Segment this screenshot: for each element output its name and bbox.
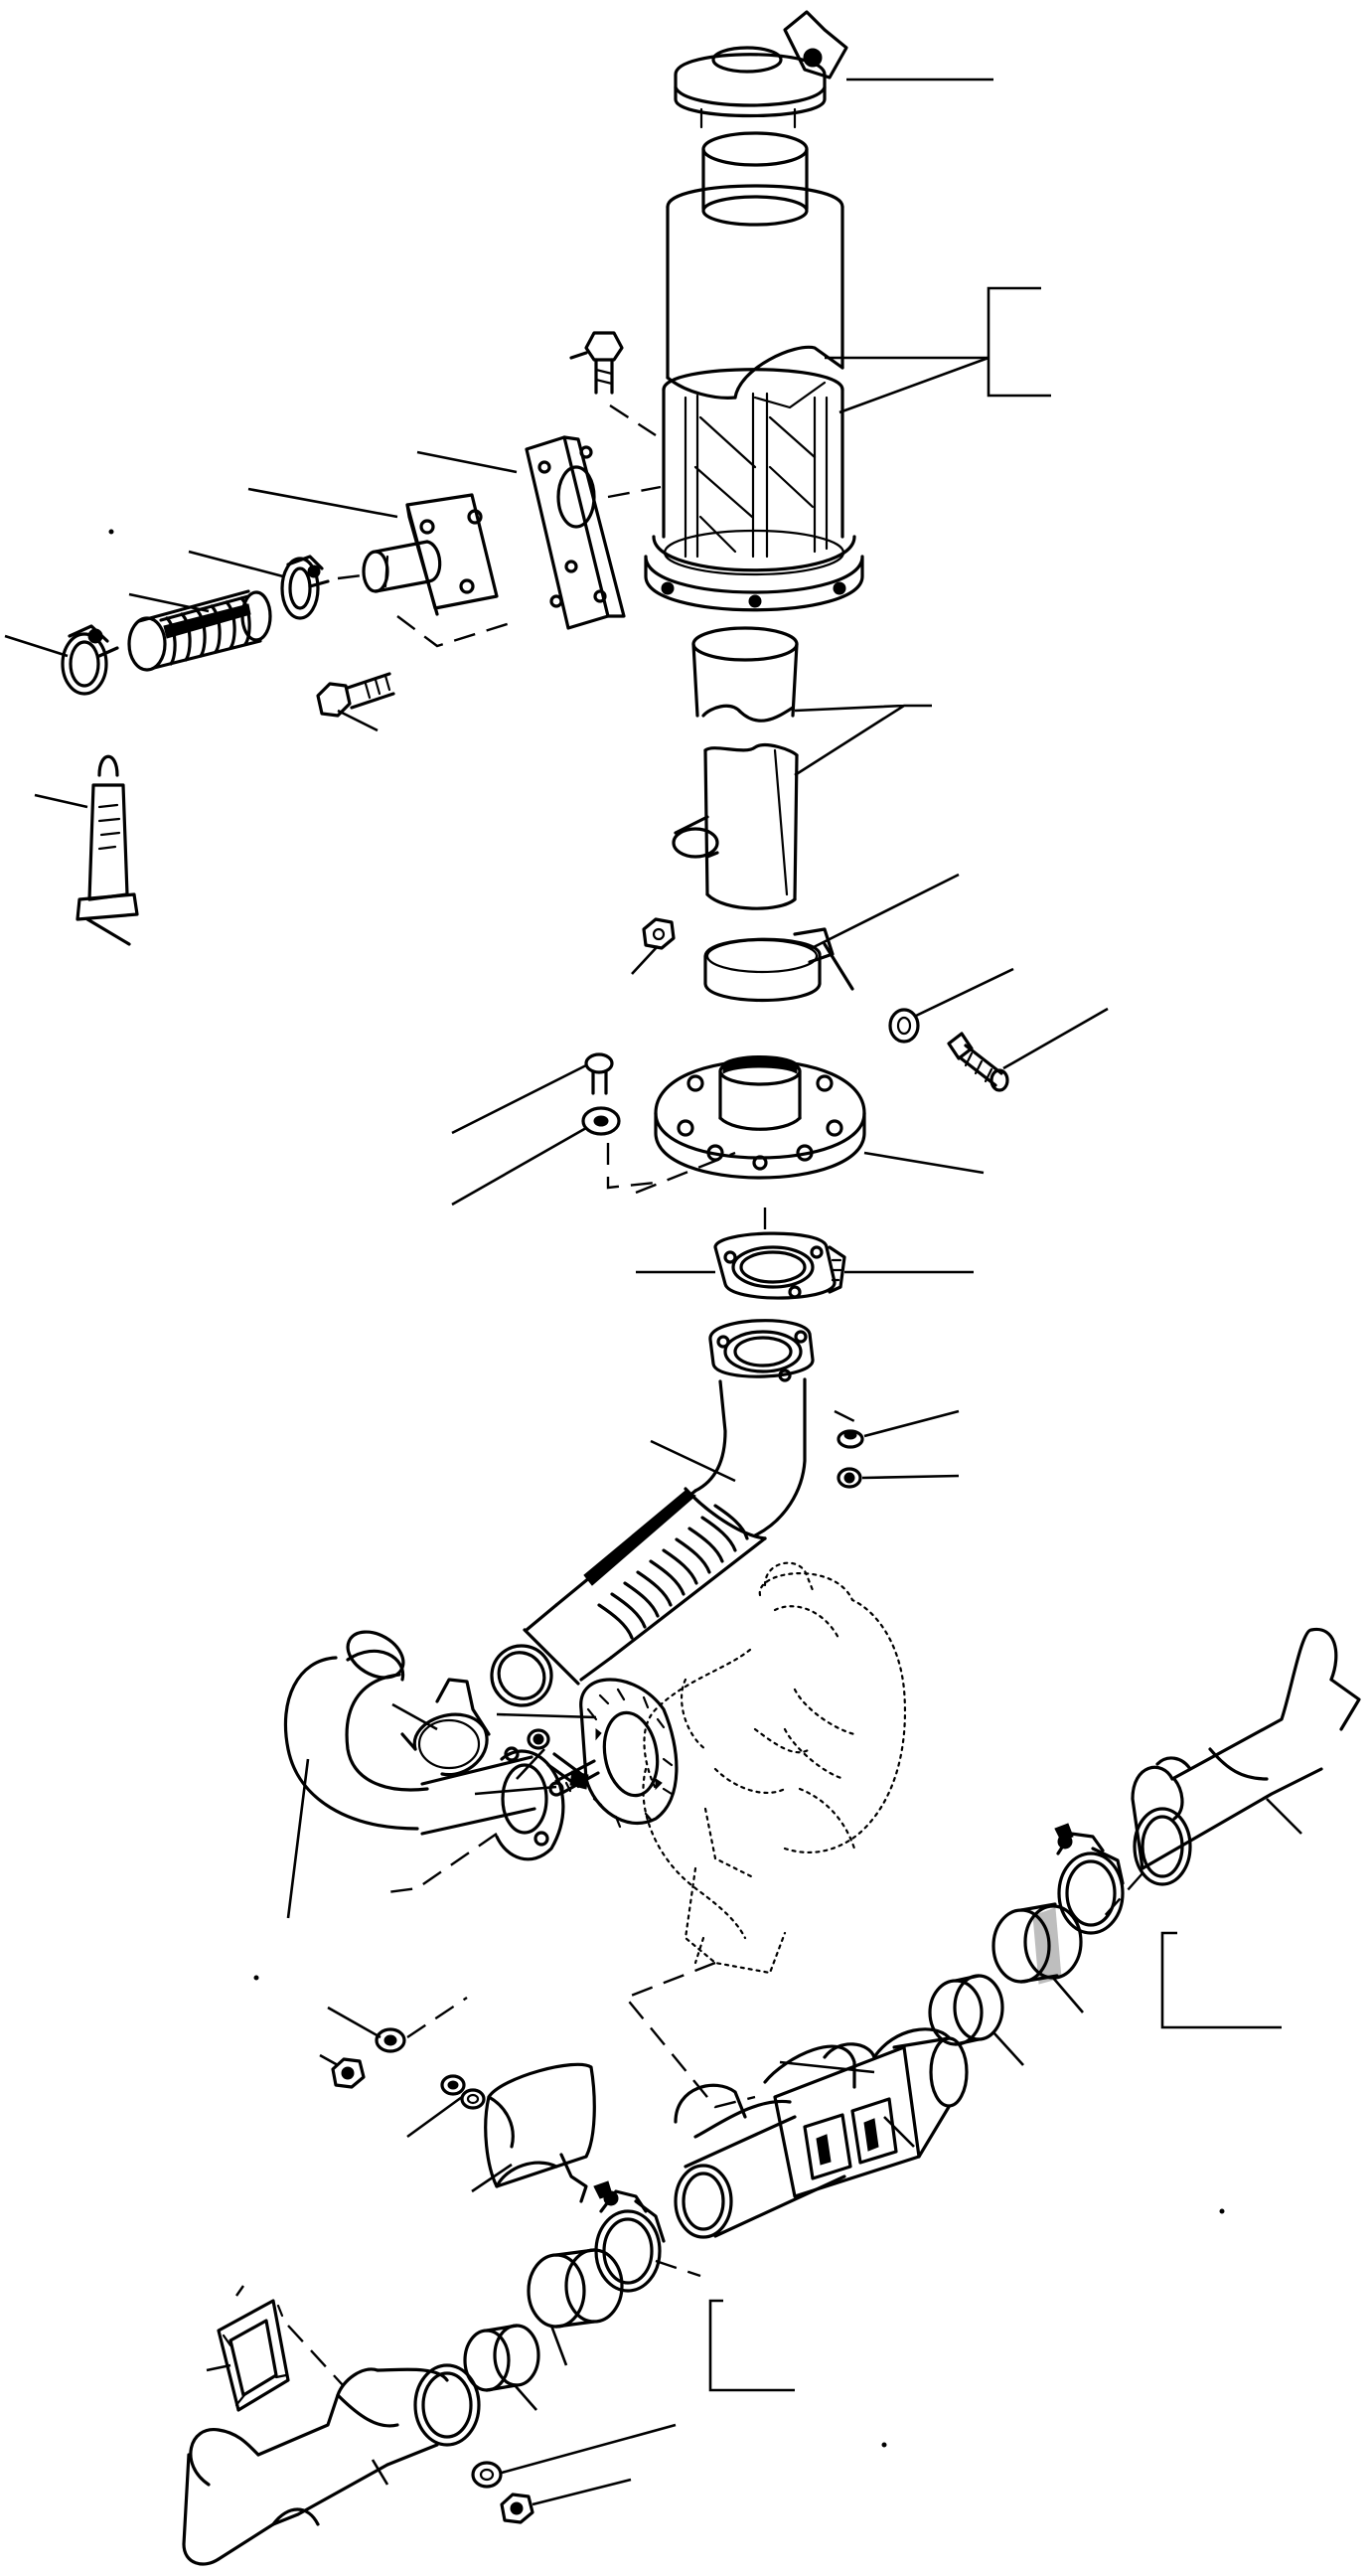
callout-leader-seal-ring-1 (992, 2031, 1024, 2066)
turbocharger-phantom (642, 1561, 907, 1975)
callout-leader-mounting-gasket (416, 450, 518, 474)
exhaust-gasket (713, 1231, 846, 1300)
mounting-bracket (396, 493, 518, 648)
sleeve-pipe (691, 626, 799, 723)
callout-leader-stud (474, 1785, 557, 1796)
elbow-flange-washer (375, 2027, 406, 2053)
muffler-flange-plate (654, 1055, 866, 1180)
callout-leader-elbow-nut (861, 1474, 960, 1480)
clamp-bolt (947, 1032, 1009, 1092)
elbow-pipe (684, 1319, 815, 1540)
v-band-clamp-right (1054, 1823, 1125, 1935)
callout-bracket-rear (1160, 1931, 1282, 2029)
shield-fasteners (440, 2074, 486, 2110)
callout-leader-flange-nut-lower (319, 2053, 339, 2067)
callout-leader-seal-ring-2 (1052, 1977, 1084, 2013)
callout-leader-flange-screw (451, 1063, 587, 1135)
callout-leader-gasket-lower (206, 2363, 231, 2372)
rain-cap (674, 10, 848, 129)
callout-leader-bracket-bolt (337, 709, 379, 732)
flange-washer (581, 1106, 621, 1136)
bracket-bolt (316, 672, 395, 718)
callout-leader-return-elbow (286, 1758, 310, 1919)
heat-shield (484, 2062, 596, 2203)
callout-leader-hose-clamp (188, 550, 284, 578)
callout-leader-stud-nut (532, 2478, 632, 2506)
callout-leader-v-band (391, 1702, 438, 1731)
registration-dots (108, 529, 1225, 2448)
manifold-stud-nut (471, 2461, 534, 2524)
elbow-nut (837, 1467, 862, 1489)
callout-leader-flange-washer (451, 1126, 587, 1207)
band-clamp (703, 927, 854, 1003)
callout-leader-heat-shield (471, 2163, 513, 2193)
callout-leader-sleeve-outlet (794, 704, 932, 777)
muffler-mounting-bolt (569, 331, 657, 437)
callout-bracket-lower (708, 2299, 795, 2392)
callout-leader-sealant (34, 793, 88, 809)
elbow-washer (837, 1429, 864, 1449)
muffler-inner-cartridge (644, 368, 864, 612)
flexible-exhaust-pipe (490, 1489, 767, 1707)
rear-exhaust-manifold (1131, 1627, 1361, 1886)
callout-leader-flange-washer-lower (327, 2006, 381, 2039)
turbo-gasket (579, 1678, 679, 1829)
stud (554, 1759, 600, 1795)
flange-screw (584, 1052, 614, 1095)
callout-leader-clamp-stud (516, 1748, 545, 1780)
manifold-gasket (823, 2042, 876, 2059)
callout-leader-turbo-gasket (496, 1712, 597, 1719)
elbow-flange-nut (331, 2057, 366, 2089)
callout-leader-bracket (247, 487, 398, 519)
outlet-pipe (672, 742, 799, 910)
tube-fitting (362, 540, 442, 593)
callout-leader-clamp-washer (915, 967, 1014, 1018)
v-band-clamp (400, 1678, 491, 1777)
callout-leader-rear-manifold (1266, 1798, 1302, 1835)
seal-ring (928, 1902, 1083, 2046)
callout-leader-lower-ring (514, 2384, 537, 2411)
center-exhaust-manifold (674, 2027, 969, 2239)
flexible-hose (127, 589, 272, 672)
clamp-washer (888, 1008, 920, 1044)
callout-leader-clamp-bolt (1002, 1007, 1109, 1070)
sealant-tube (76, 754, 139, 946)
callout-leader-stud-washer (501, 2423, 677, 2475)
front-exhaust-manifold (182, 2363, 481, 2566)
callout-leader-flange-plate (863, 1151, 985, 1175)
mounting-gasket (525, 435, 626, 630)
callout-leader-front-manifold (371, 2459, 389, 2486)
callout-leader-flex-hose (128, 592, 210, 613)
hose-clamp-lower (61, 624, 119, 696)
callout-leader-clamp-nut (631, 945, 659, 975)
clamp-nut (642, 917, 676, 950)
return-elbow-pipe (283, 1630, 565, 1861)
manifold-gasket-lower (217, 2299, 290, 2412)
callout-leader-lower-seal (549, 2325, 568, 2366)
callout-leader-elbow-washer (863, 1409, 960, 1438)
muffler-outer-shell (666, 131, 844, 409)
callout-leader-center-manifold (883, 2116, 915, 2148)
callout-leader-shield-fasteners (406, 2095, 463, 2139)
callout-leader-elbow (650, 1439, 736, 1483)
callout-leader-band-clamp (809, 873, 960, 951)
lower-clamp-group (463, 2180, 666, 2392)
callout-leader-hose-clamp-lower (4, 634, 69, 658)
hose-clamp (280, 555, 330, 620)
callout-bracket-muffler (838, 286, 1051, 414)
callout-leader-manifold-gasket (779, 2060, 875, 2074)
